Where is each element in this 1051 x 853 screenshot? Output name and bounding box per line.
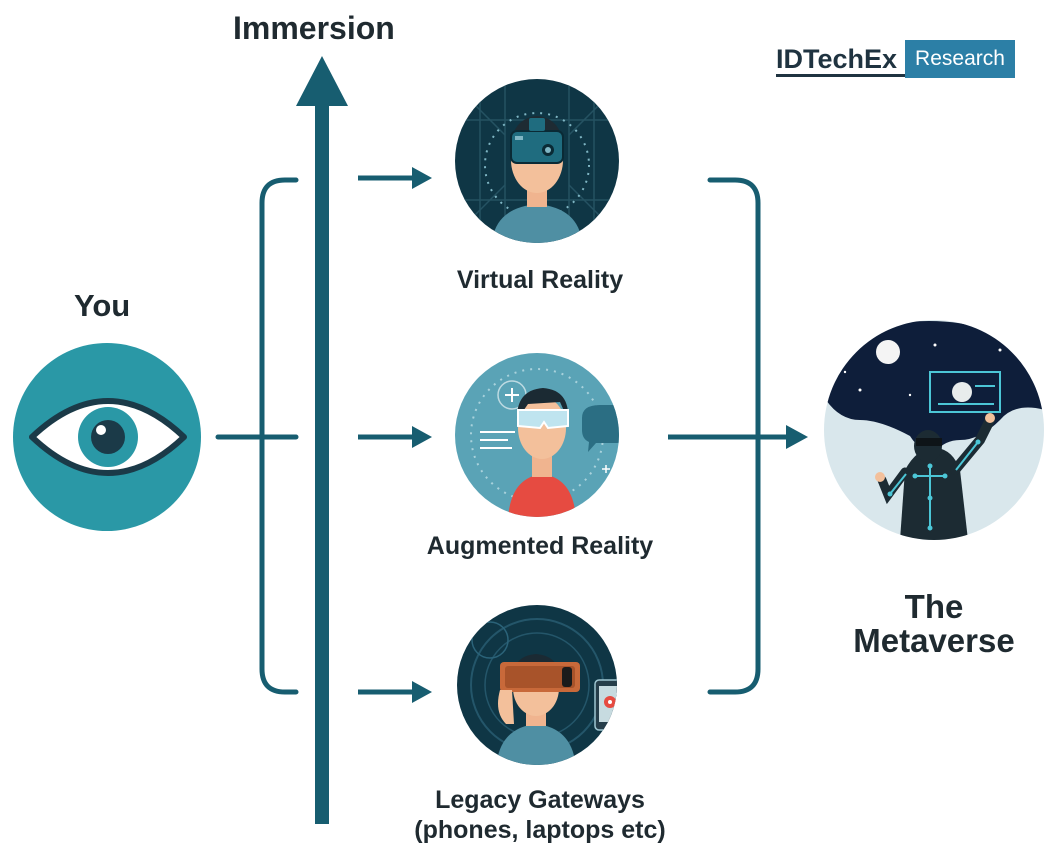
- idtechex-logo: IDTechEx Research: [776, 40, 1015, 78]
- immersion-axis: [296, 56, 348, 824]
- eye-icon: [13, 343, 201, 531]
- metaverse-label-line1: The: [904, 588, 964, 625]
- immersion-axis-label: Immersion: [233, 10, 395, 46]
- logo-brand: IDTechEx: [776, 40, 906, 77]
- ar-glasses-icon: [455, 353, 619, 517]
- metaverse-label-line2: Metaverse: [853, 622, 1015, 659]
- arrow-to-legacy: [358, 681, 432, 703]
- arrow-to-metaverse: [668, 425, 808, 449]
- arrow-to-vr: [358, 167, 432, 189]
- virtual-reality-label: Virtual Reality: [456, 266, 624, 294]
- you-label: You: [74, 288, 131, 323]
- logo-research-tag: Research: [905, 40, 1015, 78]
- metaverse-person-icon: [824, 320, 1044, 540]
- legacy-gateways-label: Legacy Gateways: [435, 786, 645, 814]
- augmented-reality-label: Augmented Reality: [426, 532, 654, 560]
- legacy-gateways-sublabel: (phones, laptops etc): [414, 816, 666, 844]
- arrow-to-ar: [358, 426, 432, 448]
- vr-headset-icon: [455, 79, 619, 243]
- smartphone-icon: [457, 605, 617, 765]
- left-bracket: [215, 177, 299, 695]
